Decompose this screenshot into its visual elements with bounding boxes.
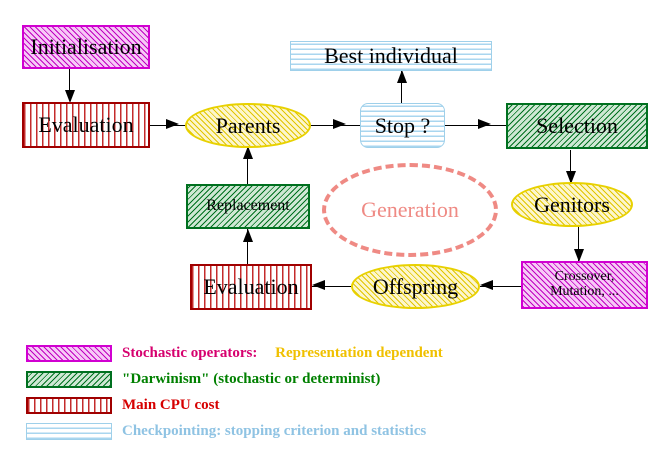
legend-row: "Darwinism" (stochastic or determinist) bbox=[0, 366, 662, 392]
node-genitors-label: Genitors bbox=[534, 191, 610, 217]
arrowhead-parents-to-stop bbox=[333, 119, 346, 129]
node-stop-label: Stop ? bbox=[374, 112, 431, 138]
node-selection-label: Selection bbox=[536, 113, 618, 139]
legend-swatch-darwinism bbox=[26, 370, 112, 388]
node-selection[interactable]: Selection bbox=[506, 103, 648, 149]
legend-row: Main CPU cost bbox=[0, 392, 662, 418]
legend-label-stochastic-operators: Stochastic operators: Representation dep… bbox=[122, 345, 443, 362]
arrowhead-evaluation-to-parents bbox=[166, 119, 179, 129]
arrowhead-replacement-to-parents bbox=[243, 146, 253, 159]
legend-label-darwinism: "Darwinism" (stochastic or determinist) bbox=[122, 370, 381, 387]
node-offspring[interactable]: Offspring bbox=[351, 264, 480, 309]
node-initialisation-label: Initialisation bbox=[30, 34, 142, 60]
connector-crossover-to-offspring bbox=[480, 286, 522, 288]
node-evaluation-bottom[interactable]: Evaluation bbox=[190, 264, 312, 310]
arrowhead-offspring-to-evaluation bbox=[312, 280, 325, 290]
node-initialisation[interactable]: Initialisation bbox=[22, 25, 150, 69]
node-crossover-mutation-label-line2: Mutation, ... bbox=[550, 284, 619, 299]
node-replacement[interactable]: Replacement bbox=[186, 184, 310, 229]
arrowhead-genitors-to-crossover bbox=[574, 249, 584, 262]
legend-label-checkpointing: Checkpointing: stopping criterion and st… bbox=[122, 422, 427, 439]
arrowhead-selection-to-genitors bbox=[566, 171, 576, 184]
arrowhead-crossover-to-offspring bbox=[480, 280, 493, 290]
node-best-individual-label: Best individual bbox=[324, 43, 458, 69]
node-crossover-mutation-label-line1: Crossover, bbox=[554, 269, 615, 285]
arrowhead-initialisation-to-evaluation bbox=[65, 90, 75, 103]
node-evaluation-bottom-label: Evaluation bbox=[203, 274, 299, 300]
legend: Stochastic operators: Representation dep… bbox=[0, 340, 662, 444]
node-crossover-mutation[interactable]: Crossover, Mutation, ... bbox=[521, 261, 648, 309]
connector-genitors-to-crossover bbox=[578, 226, 580, 262]
node-replacement-label: Replacement bbox=[206, 197, 290, 215]
legend-label-main-cpu-cost: Main CPU cost bbox=[122, 396, 220, 413]
legend-row: Stochastic operators: Representation dep… bbox=[0, 340, 662, 366]
node-parents[interactable]: Parents bbox=[185, 103, 311, 148]
node-generation-loop: Generation bbox=[322, 163, 498, 257]
node-offspring-label: Offspring bbox=[372, 273, 459, 299]
arrowhead-evaluation-to-replacement bbox=[243, 229, 253, 242]
node-evaluation-top[interactable]: Evaluation bbox=[22, 102, 150, 148]
node-stop[interactable]: Stop ? bbox=[360, 103, 445, 148]
connector-replacement-to-parents bbox=[247, 146, 249, 186]
connector-initialisation-to-evaluation bbox=[69, 68, 71, 96]
arrowhead-stop-to-best-individual bbox=[397, 70, 407, 83]
arrowhead-stop-to-selection bbox=[478, 119, 491, 129]
legend-swatch-checkpointing bbox=[26, 422, 112, 440]
connector-evaluation-to-replacement bbox=[247, 229, 249, 267]
node-best-individual[interactable]: Best individual bbox=[290, 41, 492, 71]
node-generation-loop-label: Generation bbox=[361, 197, 459, 223]
legend-text-accent: Representation dependent bbox=[275, 344, 443, 361]
node-genitors[interactable]: Genitors bbox=[511, 182, 633, 227]
legend-swatch-stochastic-operators bbox=[26, 344, 112, 362]
legend-row: Checkpointing: stopping criterion and st… bbox=[0, 418, 662, 444]
node-parents-label: Parents bbox=[215, 112, 281, 138]
legend-text-main: Stochastic operators: bbox=[122, 344, 258, 361]
legend-swatch-main-cpu-cost bbox=[26, 396, 112, 414]
connector-selection-to-genitors bbox=[570, 150, 572, 184]
connector-stop-to-selection bbox=[445, 125, 507, 127]
node-evaluation-top-label: Evaluation bbox=[38, 112, 134, 138]
connector-offspring-to-evaluation bbox=[312, 286, 352, 288]
connector-stop-to-best-individual bbox=[401, 70, 403, 104]
